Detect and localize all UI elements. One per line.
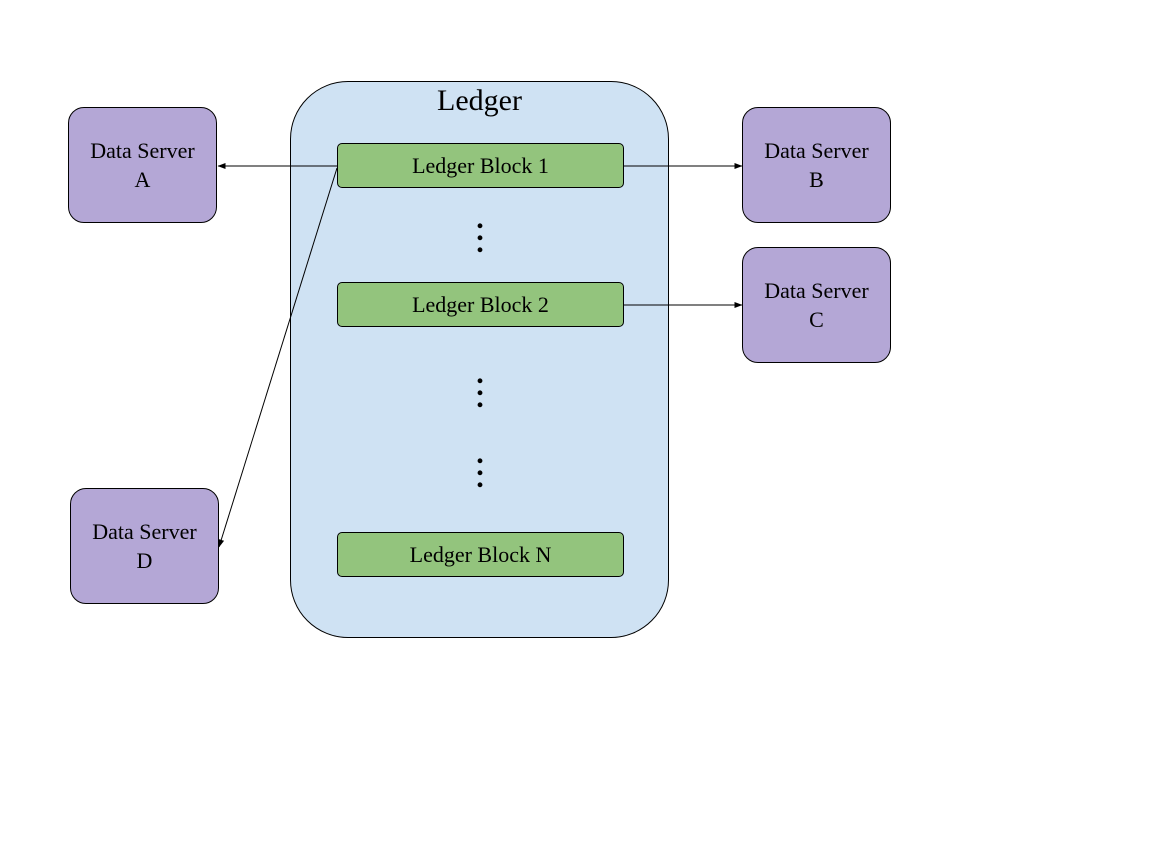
data-server-c-id: C xyxy=(809,307,824,332)
data-server-d[interactable]: Data Server D xyxy=(70,488,219,604)
ellipsis-2: ... xyxy=(476,357,484,414)
data-server-d-id: D xyxy=(136,548,153,573)
ellipsis-1: ... xyxy=(476,202,484,259)
ellipsis-3: ... xyxy=(476,437,484,494)
ledger-block-n[interactable]: Ledger Block N xyxy=(337,532,624,577)
data-server-a[interactable]: Data Server A xyxy=(68,107,217,223)
data-server-b-label: Data Server xyxy=(764,138,869,163)
ledger-title: Ledger xyxy=(437,84,522,117)
data-server-b-id: B xyxy=(809,167,824,192)
data-server-a-id: A xyxy=(134,167,151,192)
ledger-block-1[interactable]: Ledger Block 1 xyxy=(337,143,624,188)
data-server-b[interactable]: Data Server B xyxy=(742,107,891,223)
arrow-block1-to-server-d xyxy=(218,167,338,548)
ledger-block-2[interactable]: Ledger Block 2 xyxy=(337,282,624,327)
data-server-d-label: Data Server xyxy=(92,519,197,544)
data-server-a-label: Data Server xyxy=(90,138,195,163)
data-server-c[interactable]: Data Server C xyxy=(742,247,891,363)
data-server-c-label: Data Server xyxy=(764,278,869,303)
